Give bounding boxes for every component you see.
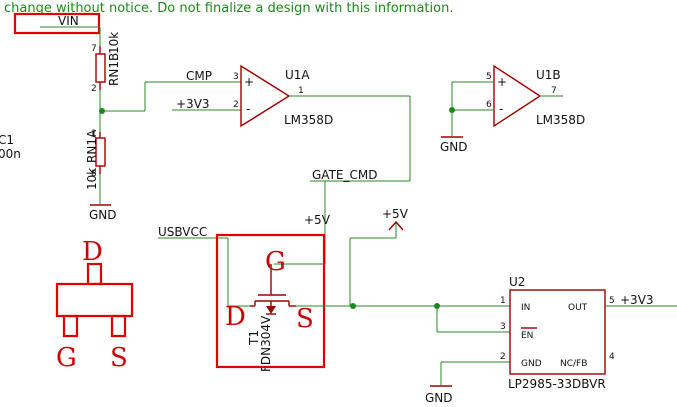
datasheet-notice: change without notice. Do not finalize a… xyxy=(4,1,453,16)
net-5v-a: +5V xyxy=(304,213,331,227)
rn1a-ref: RN1A xyxy=(85,129,99,163)
net-gnd-2: GND xyxy=(440,140,468,154)
u2-pinnum-in: 1 xyxy=(500,296,506,306)
regulator-u2 xyxy=(509,289,606,375)
pkg-label-s: S xyxy=(110,343,128,373)
net-3v3-in: +3V3 xyxy=(176,97,210,111)
supply-arrow-5v xyxy=(388,220,404,231)
u1a-part: LM358D xyxy=(284,113,333,127)
u2-pin-in: IN xyxy=(521,303,530,313)
net-gnd-3: GND xyxy=(425,391,453,405)
u1b-part: LM358D xyxy=(536,113,585,127)
net-vin: VIN xyxy=(58,14,79,28)
rn1b-pin2: 2 xyxy=(91,84,97,94)
sot23-package xyxy=(55,262,134,338)
rn1a-value: 10k xyxy=(85,168,99,190)
label-sch-s: S xyxy=(296,304,314,334)
net-gate-cmd: GATE_CMD xyxy=(312,168,377,182)
opamp-u1b xyxy=(493,64,542,128)
u2-pin-en: EN xyxy=(521,331,533,341)
u1b-minus: - xyxy=(499,102,503,116)
u2-pin-out: OUT xyxy=(568,303,588,313)
u2-pin-gnd: GND xyxy=(521,359,542,369)
mosfet-t1 xyxy=(250,264,296,315)
net-cmp: CMP xyxy=(186,69,212,83)
t1-part: FDN304V xyxy=(259,315,273,372)
u1b-plus: + xyxy=(497,75,507,89)
opamp-u1a xyxy=(240,64,291,128)
t1-ref: T1 xyxy=(247,330,261,346)
u1a-pin1: 1 xyxy=(298,86,304,96)
junction-source-5v xyxy=(350,303,356,309)
u1b-pin7: 7 xyxy=(551,86,557,96)
c1-value: 00n xyxy=(0,147,21,161)
u1a-plus: + xyxy=(244,75,254,89)
u2-part: LP2985-33DBVR xyxy=(508,377,606,391)
label-sch-d: D xyxy=(225,302,246,332)
u1a-minus: - xyxy=(246,102,250,116)
net-3v3-out: +3V3 xyxy=(620,293,654,307)
rn1b-value: 10k xyxy=(107,32,121,54)
rn1b-pin7: 7 xyxy=(91,44,97,54)
net-usbvcc: USBVCC xyxy=(158,225,207,239)
u1a-ref: U1A xyxy=(285,68,310,82)
net-5v-b: +5V xyxy=(382,207,409,221)
u2-pin-nc: NC/FB xyxy=(560,359,587,369)
u2-pinnum-nc: 4 xyxy=(609,352,615,362)
rn1a-pin8: 8 xyxy=(91,169,97,179)
label-sch-g: G xyxy=(265,247,286,277)
u1b-pin6: 6 xyxy=(486,100,492,110)
u2-pinnum-out: 5 xyxy=(609,296,615,306)
u1b-ref: U1B xyxy=(536,68,561,82)
junction-u1b xyxy=(449,107,455,113)
c1-ref: C1 xyxy=(0,133,14,147)
pkg-label-d: D xyxy=(82,237,103,267)
pkg-label-g: G xyxy=(56,343,77,373)
u2-pinnum-en: 3 xyxy=(500,322,506,332)
resistor-rn1b xyxy=(95,53,106,83)
rn1a-pin1: 1 xyxy=(91,129,97,139)
u1a-pin3: 3 xyxy=(233,72,239,82)
u1b-pin5: 5 xyxy=(486,72,492,82)
u2-ref: U2 xyxy=(509,275,525,289)
vin-highlight-box xyxy=(13,12,101,35)
switch-highlight-box xyxy=(215,233,326,369)
u2-pinnum-gnd: 2 xyxy=(500,352,506,362)
rn1b-ref: RN1B xyxy=(107,53,121,86)
u1a-pin2: 2 xyxy=(233,100,239,110)
net-gnd-1: GND xyxy=(89,208,117,222)
